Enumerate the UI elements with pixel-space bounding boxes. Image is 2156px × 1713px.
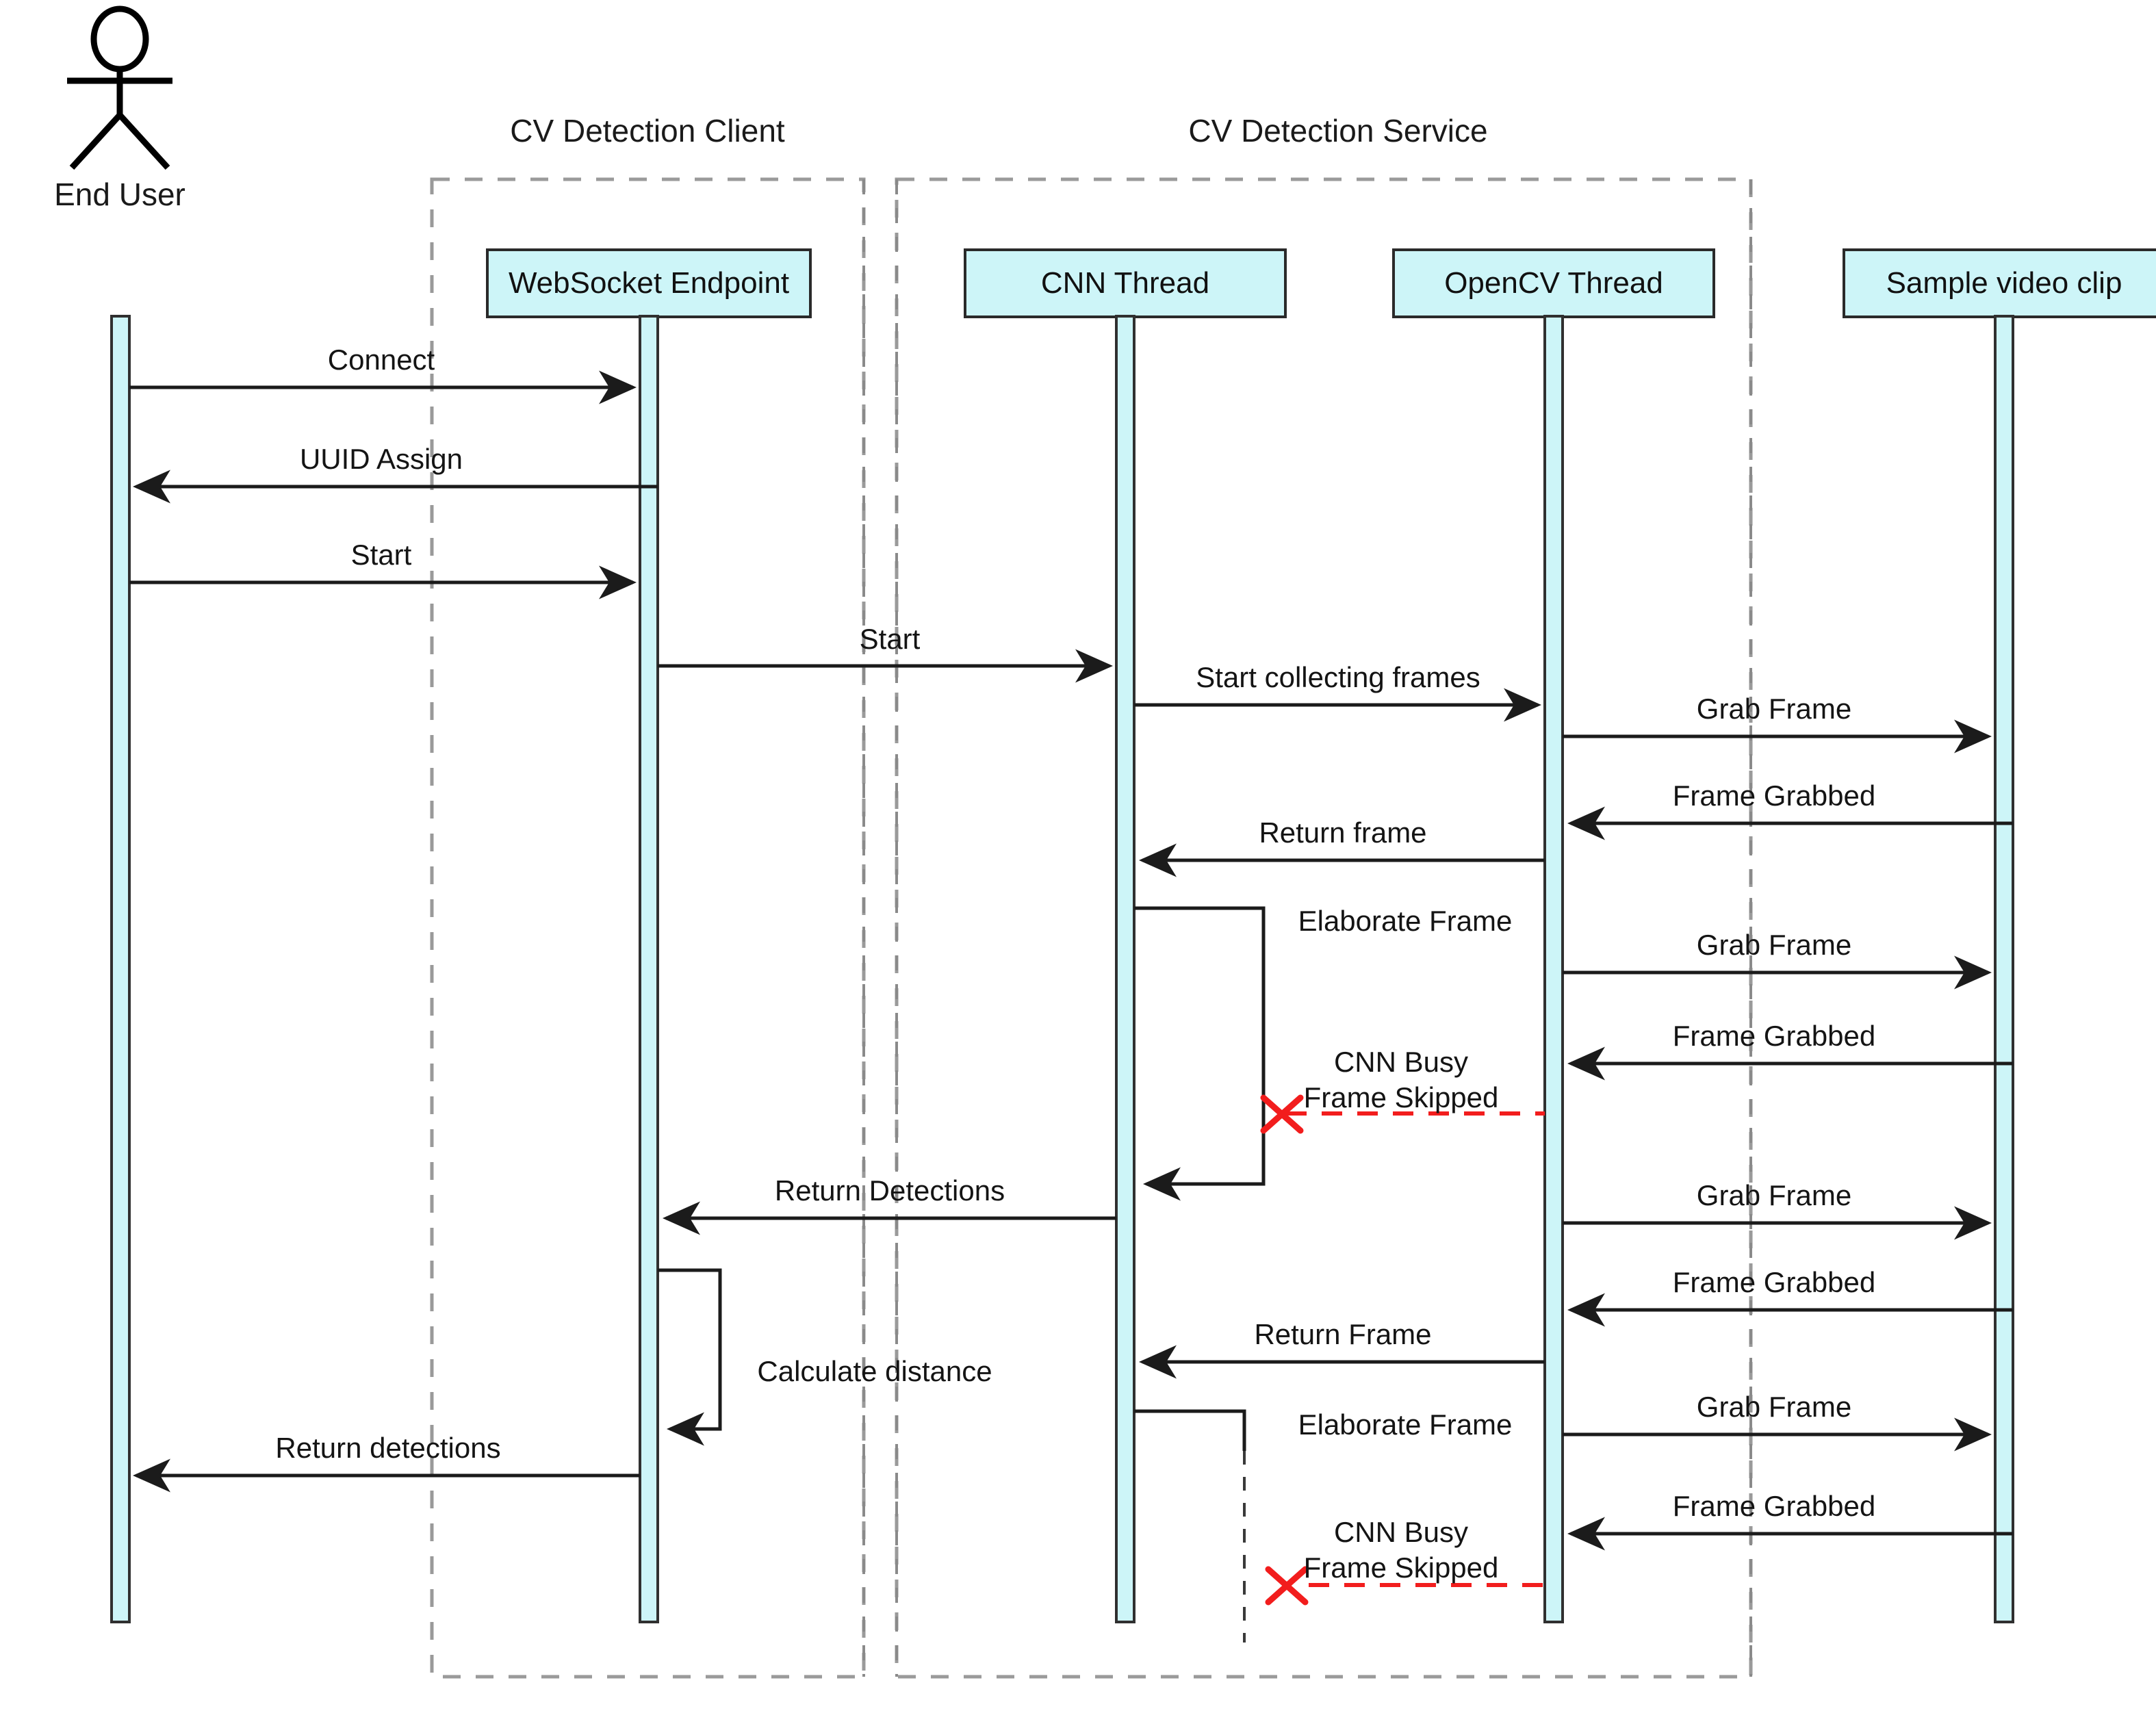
message-label-cnn-busy-2-line1: CNN Busy [1334,1516,1468,1548]
message-return-detections-cap[interactable]: Return Detections [663,1174,1116,1235]
message-label-grab-frame-2: Grab Frame [1697,929,1851,961]
message-return-frame-lower[interactable]: Return frame [1139,816,1545,877]
actor-label-end-user: End User [54,177,185,212]
message-frame-grabbed-1[interactable]: Frame Grabbed [1567,780,2013,840]
message-frame-grabbed-3[interactable]: Frame Grabbed [1567,1266,2013,1327]
message-grab-frame-4[interactable]: Grab Frame [1563,1391,1992,1452]
message-start-user[interactable]: Start [129,539,637,600]
message-label-start-user: Start [351,539,412,571]
message-label-uuid-assign: UUID Assign [300,443,463,475]
message-elaborate-frame-2[interactable]: Elaborate Frame [1134,1408,1512,1643]
message-label-grab-frame-4: Grab Frame [1697,1391,1851,1423]
participant-opencv-thread[interactable]: OpenCV Thread [1392,248,1715,318]
message-label-cnn-busy-1-line1: CNN Busy [1334,1046,1468,1078]
participant-cnn-thread[interactable]: CNN Thread [964,248,1287,318]
participant-label-sample-video-clip: Sample video clip [1886,266,2122,300]
actor-end-user[interactable]: End User [54,5,185,212]
message-grab-frame-2[interactable]: Grab Frame [1563,929,1992,990]
participant-label-opencv-thread: OpenCV Thread [1444,266,1663,300]
message-uuid-assign[interactable]: UUID Assign [133,443,658,504]
message-grab-frame-3[interactable]: Grab Frame [1563,1179,1992,1240]
message-grab-frame-1[interactable]: Grab Frame [1563,693,1992,754]
message-start-collecting-frames[interactable]: Start collecting frames [1134,661,1541,722]
message-return-frame-cap[interactable]: Return Frame [1139,1318,1545,1379]
message-label-connect: Connect [328,344,435,376]
message-label-frame-grabbed-1: Frame Grabbed [1673,780,1875,812]
message-label-return-frame-lower: Return frame [1259,816,1426,849]
message-start-ws[interactable]: Start [658,623,1113,683]
actor-left-leg-line [69,112,123,170]
group-frame-client [430,177,866,1679]
message-label-start-ws: Start [860,623,921,655]
message-label-frame-grabbed-2: Frame Grabbed [1673,1020,1875,1052]
message-elaborate-frame-1[interactable]: Elaborate Frame [1134,905,1513,1201]
participant-sample-video-clip[interactable]: Sample video clip [1843,248,2156,318]
message-label-elaborate-frame-1: Elaborate Frame [1298,905,1513,937]
message-label-grab-frame-1: Grab Frame [1697,693,1851,725]
message-calculate-distance[interactable]: Calculate distance [658,1268,992,1446]
message-frame-grabbed-2[interactable]: Frame Grabbed [1567,1020,2013,1081]
lifeline-sample-video-clip [1994,315,2014,1623]
message-return-detections-low[interactable]: Return detections [133,1432,640,1493]
participant-label-cnn-thread: CNN Thread [1041,266,1209,300]
participant-websocket-endpoint[interactable]: WebSocket Endpoint [486,248,812,318]
message-label-frame-grabbed-3: Frame Grabbed [1673,1266,1875,1298]
lifeline-end-user [110,315,131,1623]
message-label-grab-frame-3: Grab Frame [1697,1179,1851,1211]
message-label-return-detections-low: Return detections [275,1432,500,1464]
message-label-frame-grabbed-4: Frame Grabbed [1673,1490,1875,1522]
message-label-calculate-distance: Calculate distance [757,1355,992,1387]
message-label-cnn-busy-1-line2: Frame Skipped [1304,1081,1499,1113]
participant-label-websocket-endpoint: WebSocket Endpoint [509,266,789,300]
group-title-client: CV Detection Client [510,113,785,149]
message-frame-grabbed-4[interactable]: Frame Grabbed [1567,1490,2013,1551]
message-label-start-collecting-frames: Start collecting frames [1196,661,1480,693]
message-label-cnn-busy-2-line2: Frame Skipped [1304,1551,1499,1584]
actor-head-icon [90,5,149,73]
message-label-return-frame-cap: Return Frame [1254,1318,1431,1350]
message-cnn-busy-frame-skipped-2[interactable]: CNN Busy Frame Skipped [1265,1516,1545,1606]
message-label-return-detections-cap: Return Detections [775,1174,1005,1207]
group-title-service: CV Detection Service [1188,113,1487,149]
message-cnn-busy-frame-skipped-1[interactable]: CNN Busy Frame Skipped [1260,1046,1545,1134]
lifeline-opencv-thread [1543,315,1564,1623]
actor-right-leg-line [117,112,170,170]
message-label-elaborate-frame-2: Elaborate Frame [1298,1408,1513,1441]
message-connect[interactable]: Connect [129,344,637,404]
lifeline-cnn-thread [1115,315,1135,1623]
lifeline-websocket-endpoint [639,315,659,1623]
